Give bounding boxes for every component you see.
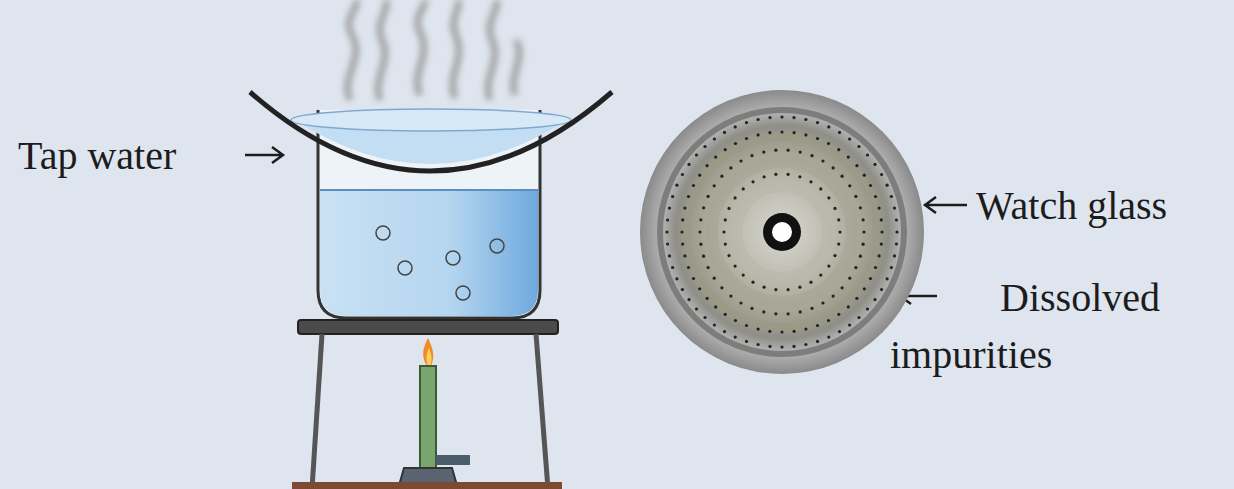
tripod-top (298, 320, 558, 334)
label-text: Watch glass (976, 177, 1167, 234)
label-text: Tap water (18, 127, 176, 184)
bubbles (376, 226, 504, 300)
steam (348, 0, 520, 100)
watch-glass (250, 92, 612, 171)
beaker-water (320, 190, 538, 316)
label-text: Dissolved impurities (890, 269, 1220, 383)
bunsen-burner (398, 338, 470, 489)
watch-glass-top-view (640, 90, 924, 374)
tripod-legs (312, 334, 548, 489)
